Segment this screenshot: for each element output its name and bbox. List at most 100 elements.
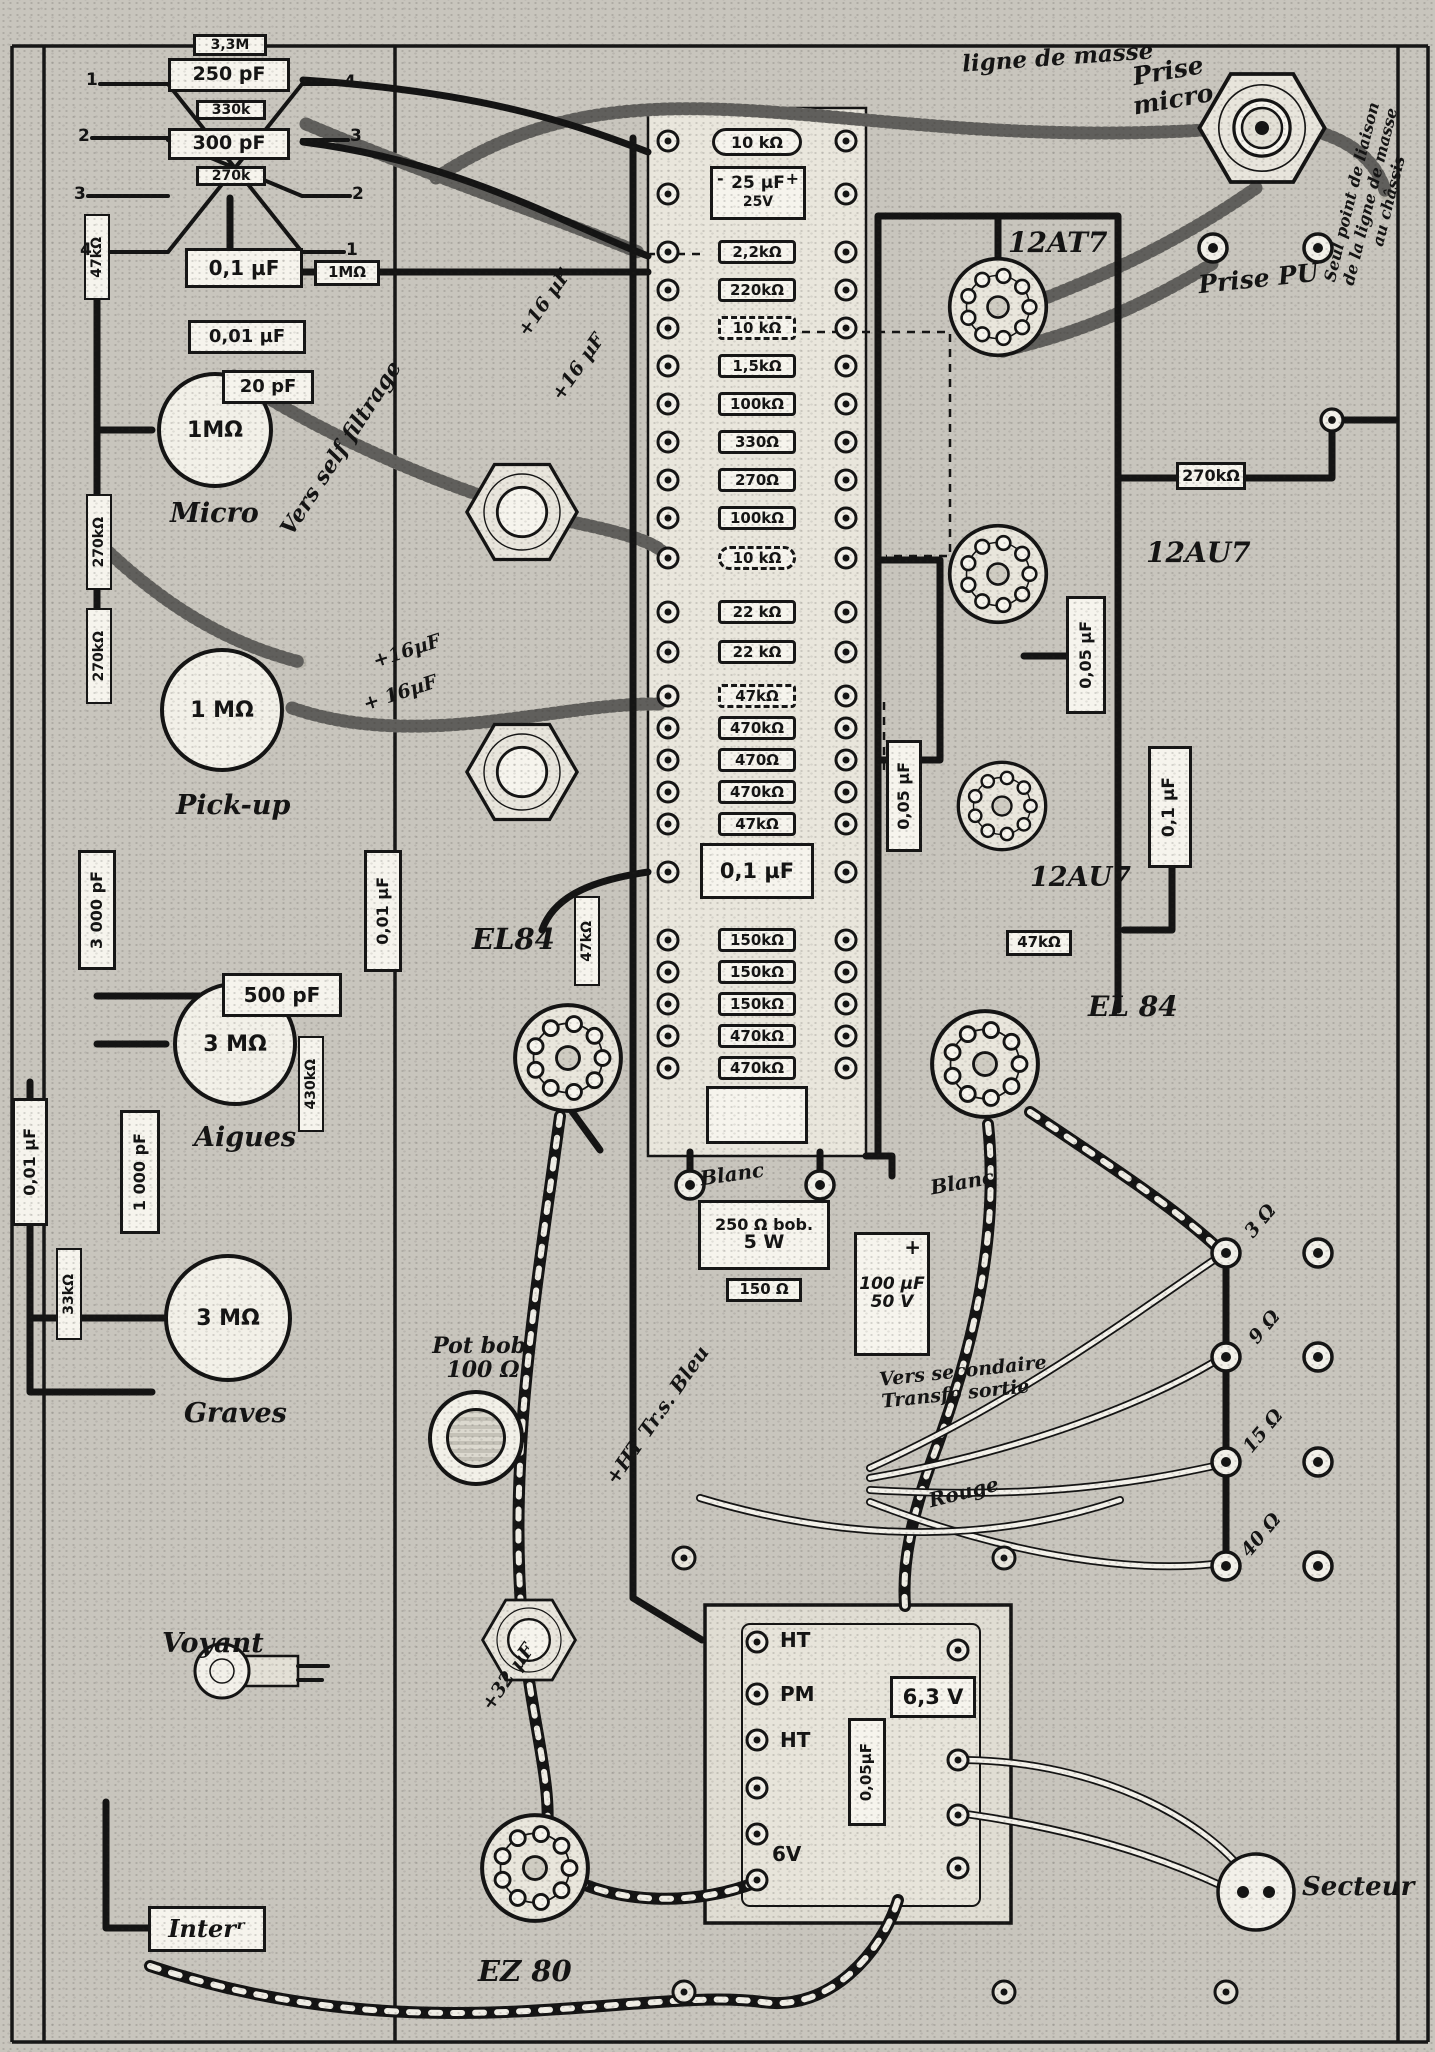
tube-label-12au7-2: 12AU7: [1030, 862, 1131, 893]
resistor-label: 470kΩ: [718, 716, 796, 740]
resistor-label: 270kΩ: [86, 608, 112, 704]
resistor-label: 2,2kΩ: [718, 240, 796, 264]
capacitor-value: 0,05µF: [857, 1742, 876, 1802]
flexible-wire-mains-1: [962, 1810, 1226, 1890]
resistor-label: 1,5kΩ: [718, 354, 796, 378]
wire-run-input: [226, 76, 652, 276]
resistor-label: 10 kΩ: [718, 546, 796, 570]
resistor-label: 270kΩ: [1176, 462, 1246, 490]
capacitor-label: 0,01 µF: [188, 320, 306, 354]
pot-micro-name: Micro: [170, 498, 259, 529]
resistor-value: 33kΩ: [60, 1273, 77, 1315]
switch-contact-number: 3: [74, 184, 86, 204]
resistor-label: 150kΩ: [718, 992, 796, 1016]
terminal-block-blank: [706, 1086, 808, 1144]
tube-label-12at7: 12AT7: [1008, 226, 1108, 259]
capacitor-value: 3 000 pF: [86, 870, 106, 950]
flexible-wire-secondary-2: [866, 1358, 1218, 1482]
capacitor-label: 1 000 pF: [120, 1110, 160, 1234]
heater-voltage-label: 6,3 V: [890, 1676, 976, 1718]
pilot-lamp: [193, 1642, 330, 1700]
pot-bobine: [428, 1390, 524, 1486]
resistor-label: 10 kΩ: [712, 128, 802, 156]
resistor-label: 470kΩ: [718, 1056, 796, 1080]
capacitor-label: 0,01 µF: [364, 850, 402, 972]
resistor-label: 150kΩ: [718, 928, 796, 952]
capacitor-label: 0,1 µF: [1148, 746, 1192, 868]
resistor-label: 330k: [196, 100, 266, 120]
capacitor-value: 0,05 µF: [1075, 621, 1095, 689]
resistor-label: 100kΩ: [718, 506, 796, 530]
switch-contact-number: 1: [346, 240, 358, 260]
transformer-terminal-ht2: HT: [780, 1728, 811, 1752]
ground-bolt-terminal: [1319, 407, 1345, 433]
capacitor-value: 0,01 µF: [372, 877, 392, 945]
filter-cap-clamp-3: [481, 1598, 577, 1682]
capacitor-label: 3 000 pF: [78, 850, 116, 970]
capacitor-value: 0,05 µF: [893, 762, 913, 830]
resistor-label: 33kΩ: [56, 1248, 82, 1340]
tube-socket-12au7-1: [947, 523, 1049, 625]
mic-connector: [1197, 72, 1327, 184]
switch-contact-number: 2: [78, 126, 90, 146]
capacitor-label: 20 pF: [222, 370, 314, 404]
resistor-label: 47kΩ: [1006, 930, 1072, 956]
switch-contact-number: 1: [86, 70, 98, 90]
resistor-label: 150 Ω: [726, 1278, 802, 1302]
tube-socket-12at7: [947, 256, 1049, 358]
resistor-label: 100kΩ: [718, 392, 796, 416]
cathode-resistor: 250 Ω bob. 5 W: [698, 1200, 830, 1270]
resistor-label: 47kΩ: [84, 214, 110, 300]
chassis-fold-lines: [10, 44, 1430, 2044]
inter-switch-label: Interʳ: [148, 1906, 266, 1952]
capacitor-value: 1 000 pF: [129, 1132, 149, 1212]
pot-graves-name: Graves: [184, 1398, 287, 1429]
resistor-label: 470Ω: [718, 748, 796, 772]
pot-pickup: 1 MΩ: [160, 648, 284, 772]
resistor-label: 470kΩ: [718, 780, 796, 804]
cap-value: 100 µF 50 V: [859, 1274, 925, 1312]
flexible-wire-rouge: [696, 1494, 1124, 1536]
tube-socket-el84-right: [932, 1011, 1038, 1117]
capacitor-label: 0,05µF: [848, 1718, 886, 1826]
pot-graves: 3 MΩ: [164, 1254, 292, 1382]
resistor-label: 3,3M: [193, 34, 267, 56]
note-voyant: Voyant: [162, 1628, 264, 1659]
resistor-label: 270kΩ: [86, 494, 112, 590]
transformer-terminal-6v: 6V: [772, 1842, 802, 1866]
resistor-value: 270kΩ: [90, 630, 107, 682]
switch-contact-number: 4: [80, 240, 92, 260]
capacitor-label: 500 pF: [222, 973, 342, 1017]
resistor-value: 47kΩ: [578, 920, 595, 962]
tube-label-el84-right: EL 84: [1088, 990, 1178, 1023]
shielded-cable-ground-line: [429, 102, 1211, 185]
pot-pickup-name: Pick-up: [176, 790, 291, 821]
switch-contact-number: 4: [344, 72, 356, 92]
capacitor-label: 0,1 µF: [185, 248, 303, 288]
resistor-value: 270kΩ: [90, 516, 107, 568]
cathode-resistor-watt: 5 W: [743, 1231, 785, 1254]
switch-contact-number: 3: [350, 126, 362, 146]
transformer-terminal-pm: PM: [780, 1682, 815, 1706]
resistor-label: 22 kΩ: [718, 600, 796, 624]
tube-socket-ez80: [482, 1815, 588, 1921]
film-cap-label: 0,1 µF: [700, 843, 814, 899]
flexible-wire-secondary-3: [866, 1462, 1218, 1497]
flexible-wire-secondary-1: [866, 1256, 1218, 1472]
switch-contact-number: 2: [352, 184, 364, 204]
capacitor-label: 0,05 µF: [886, 740, 922, 852]
cathode-resistor-value: 250 Ω bob.: [714, 1214, 814, 1234]
polarity-plus: +: [785, 169, 799, 188]
note-secteur: Secteur: [1302, 1872, 1415, 1902]
shielded-cable-mic-entry: [1311, 125, 1393, 201]
wire-run-bottom: [93, 652, 1230, 1644]
resistor-label: 47kΩ: [574, 896, 600, 986]
resistor-label: 10 kΩ: [718, 316, 796, 340]
resistor-label: 270k: [196, 166, 266, 186]
cathode-cap: + 100 µF 50 V: [854, 1232, 930, 1356]
mains-connector: [1216, 1852, 1296, 1932]
tube-label-ez80: EZ 80: [478, 1954, 572, 1988]
capacitor-value: 0,01 µF: [19, 1128, 39, 1196]
